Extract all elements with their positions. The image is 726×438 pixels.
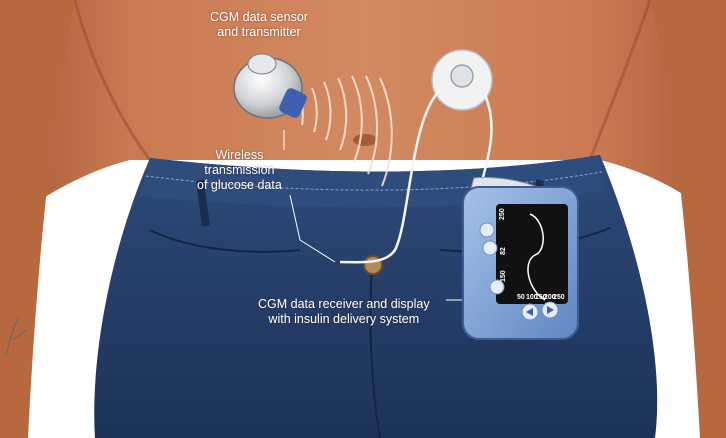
sensor-label-line-2: and transmitter: [217, 25, 301, 39]
sensor-label-line-1: CGM data sensor: [210, 10, 308, 24]
pump-button-1[interactable]: [479, 222, 495, 238]
right-arrow-glyph: [547, 306, 554, 314]
screen-right-tick-5: 50: [517, 294, 525, 301]
pump-button-2[interactable]: [482, 240, 498, 256]
receiver-label-line-1: CGM data receiver and display: [258, 297, 430, 311]
right-waist-shadow: [588, 0, 652, 161]
left-arm: [0, 0, 75, 438]
fly-seam: [369, 269, 381, 438]
screen-glucose-curve: [527, 213, 546, 301]
screen-left-value-1: 250: [499, 208, 506, 220]
pump-screen: [496, 204, 568, 304]
receiver-label-line-2: with insulin delivery system: [268, 312, 420, 326]
wireless-label-line-1: Wireless: [215, 148, 264, 162]
infusion-set: [339, 49, 493, 264]
pump-button-3[interactable]: [489, 279, 505, 295]
sensor-top: [247, 53, 277, 75]
left-belt-loop: [196, 179, 210, 227]
left-waist-shadow: [73, 0, 152, 161]
screen-right-tick-4: 100: [526, 294, 538, 301]
screen-right-tick-3: 150: [535, 294, 547, 301]
screen-left-value-3: 150: [500, 270, 507, 282]
screen-right-tick-2: 200: [544, 294, 556, 301]
sensor-cap: [279, 88, 307, 118]
wireless-label-line-3: of glucose data: [197, 178, 282, 192]
artist-signature: [5, 317, 27, 356]
jeans-button: [363, 255, 383, 275]
wireless-label: Wireless transmission of glucose data: [197, 148, 282, 193]
infusion-hub: [450, 64, 474, 88]
receiver-label: CGM data receiver and display with insul…: [258, 297, 430, 327]
cgm-sensor: [233, 53, 307, 119]
navel: [353, 134, 377, 146]
left-arrow-glyph: [526, 308, 533, 316]
sensor-label: CGM data sensor and transmitter: [210, 10, 308, 40]
screen-right-tick-1: 250: [553, 294, 565, 301]
torso-skin: [0, 0, 726, 230]
insulin-pump: [462, 177, 579, 340]
wireless-arcs: [299, 75, 393, 187]
wireless-label-line-2: transmission: [204, 163, 275, 177]
insulin-tubing: [339, 89, 441, 264]
screen-left-value-2: 82: [500, 247, 507, 255]
right-arm: [650, 0, 726, 438]
left-pocket-seam: [149, 229, 301, 253]
